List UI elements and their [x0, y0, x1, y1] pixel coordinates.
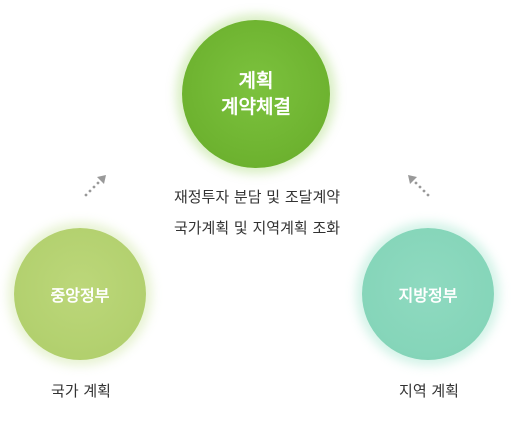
regional-plan-caption: 지역 계획 [399, 382, 459, 400]
plan-contract-line2: 계약체결 [221, 96, 291, 118]
plan-contract-circle: 계획 계약체결 [182, 20, 330, 168]
central-government-circle: 중앙정부 [14, 228, 146, 360]
national-plan-caption: 국가 계획 [51, 382, 111, 400]
relation-line-2: 국가계획 및 지역계획 조화 [173, 219, 341, 237]
local-government-circle: 지방정부 [362, 228, 494, 360]
dotted-arrow-up-left-icon [408, 175, 430, 197]
dotted-arrow-up-right-icon [84, 175, 106, 197]
relation-description: 재정투자 분담 및 조달계약 국가계획 및 지역계획 조화 [140, 182, 374, 244]
plan-contract-line1: 계획 [238, 70, 274, 92]
central-government-label: 중앙정부 [50, 286, 110, 305]
local-government-label: 지방정부 [398, 286, 458, 305]
relation-line-1: 재정투자 분담 및 조달계약 [173, 188, 341, 206]
